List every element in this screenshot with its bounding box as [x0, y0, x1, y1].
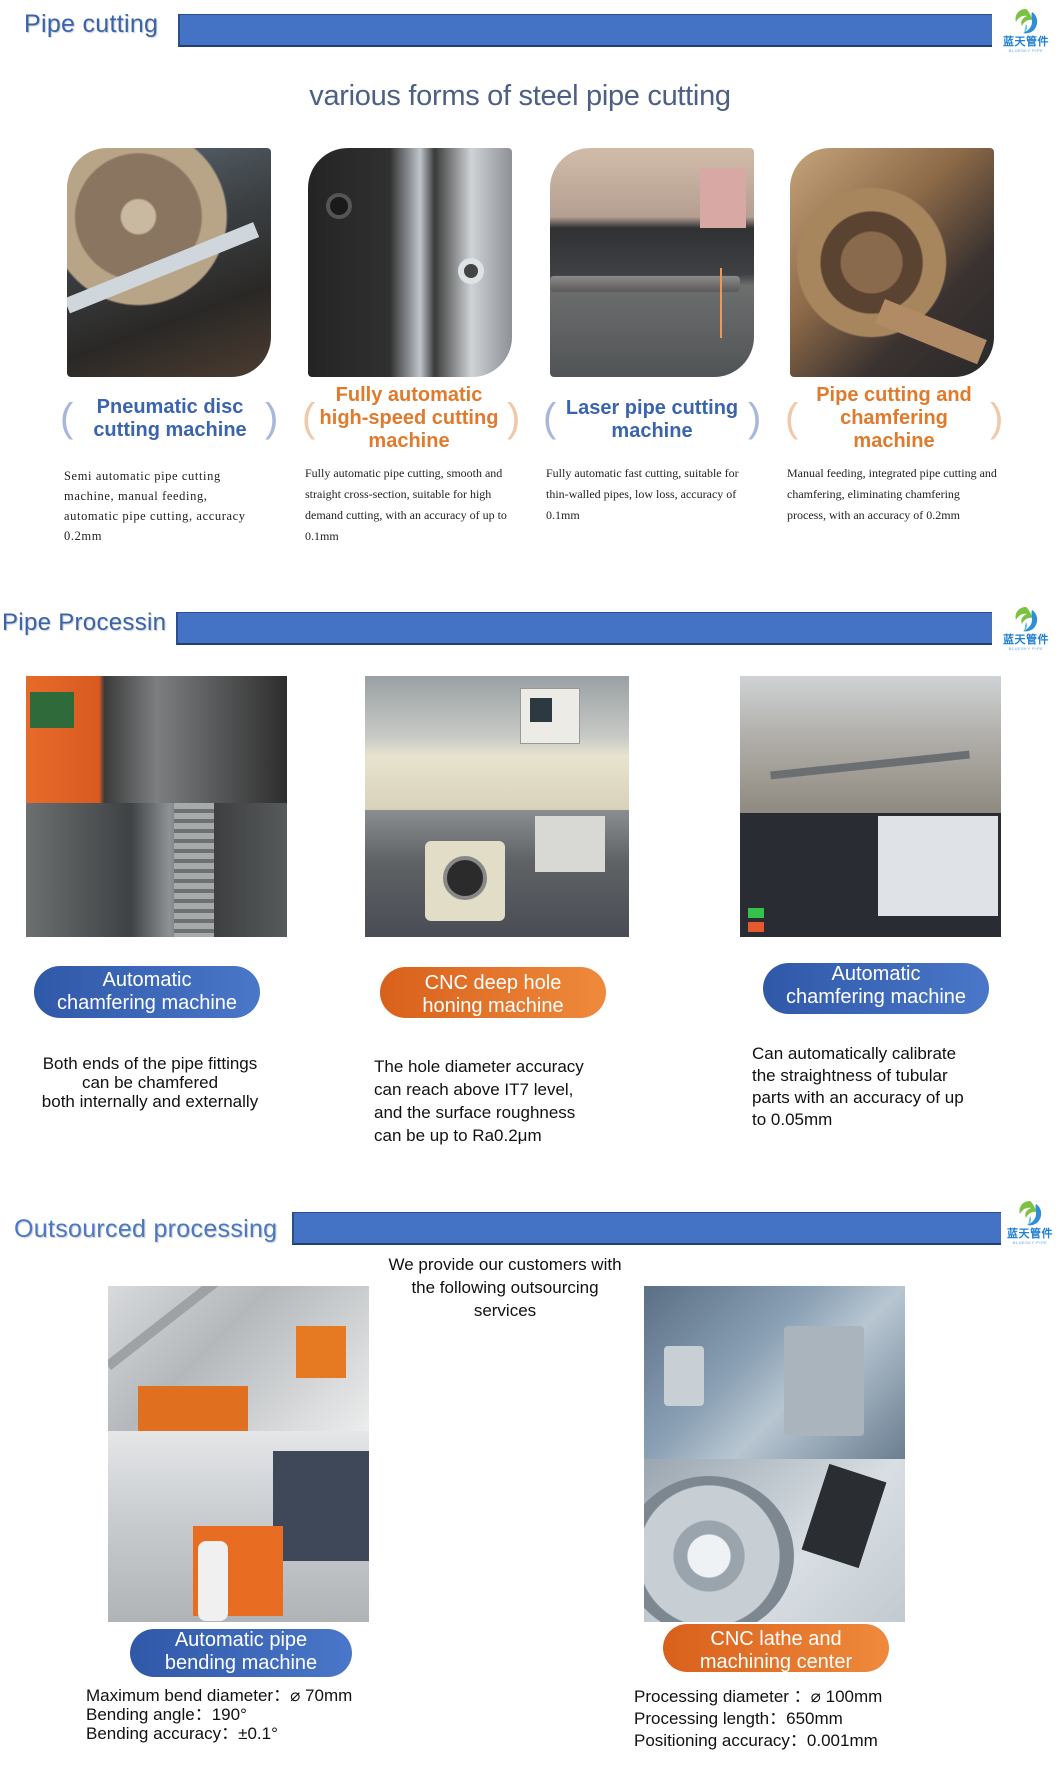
photo-disc-saw-cutting	[67, 148, 271, 377]
right-bracket-decor: )	[748, 396, 762, 440]
left-bracket-decor: (	[785, 396, 799, 440]
machine-label-pill: Automatic chamfering machine	[34, 966, 260, 1018]
section-header-bar	[178, 14, 992, 47]
section-subtitle: various forms of steel pipe cutting	[309, 80, 731, 112]
logo-english-text: BLUESKY PIPE	[1012, 1240, 1048, 1245]
spec-bending-accuracy: Bending accuracy：±0.1°	[86, 1724, 278, 1743]
logo-english-text: BLUESKY PIPE	[1008, 646, 1044, 651]
machine-description: Semi automatic pipe cutting machine, man…	[64, 469, 246, 543]
spec-processing-diameter: Processing diameter ：⌀ 100mm	[634, 1687, 883, 1706]
machine-description: The hole diameter accuracy can reach abo…	[374, 1057, 584, 1145]
machine-specs: Maximum bend diameter：⌀ 70mm Bending ang…	[86, 1686, 352, 1743]
right-bracket-decor: )	[990, 396, 1004, 440]
photo-straightening-machine	[740, 676, 1001, 937]
machine-label: Laser pipe cutting machine	[565, 397, 739, 442]
spec-positioning-accuracy: Positioning accuracy：0.001mm	[634, 1731, 878, 1750]
bluesky-logo-icon	[1015, 9, 1038, 34]
left-bracket-decor: (	[60, 396, 74, 440]
machine-label-pill: Automatic pipe bending machine	[130, 1629, 352, 1677]
brand-logo: 蓝天管件 BLUESKY PIPE	[998, 1198, 1060, 1252]
left-bracket-decor: (	[302, 396, 316, 440]
photo-pipe-bending-machine	[108, 1286, 369, 1622]
machine-description: Fully automatic fast cutting, suitable f…	[546, 466, 739, 522]
left-bracket-decor: (	[543, 396, 557, 440]
machine-description: Fully automatic pipe cutting, smooth and…	[305, 466, 507, 543]
photo-cnc-lathe	[644, 1286, 905, 1622]
photo-high-speed-cutting	[308, 148, 512, 377]
section-title: Pipe cutting	[24, 10, 159, 38]
logo-chinese-text: 蓝天管件	[1007, 1227, 1053, 1240]
bluesky-logo-icon	[1015, 607, 1038, 632]
machine-label: Fully automatic high-speed cutting machi…	[319, 384, 499, 452]
photo-laser-cutting	[550, 148, 754, 377]
spec-processing-length: Processing length：650mm	[634, 1709, 843, 1728]
section-title: Pipe Processin	[2, 609, 167, 636]
right-bracket-decor: )	[265, 396, 279, 440]
machine-label: Pneumatic disc cutting machine	[93, 396, 247, 441]
logo-english-text: BLUESKY PIPE	[1008, 48, 1044, 53]
outsourcing-intro: We provide our customers with the follow…	[388, 1255, 622, 1320]
brand-logo: 蓝天管件 BLUESKY PIPE	[994, 604, 1058, 658]
logo-chinese-text: 蓝天管件	[1003, 633, 1049, 646]
machine-description: Manual feeding, integrated pipe cutting …	[787, 466, 997, 522]
machine-label-pill: CNC deep hole honing machine	[380, 967, 606, 1018]
machine-label-pill: Automatic chamfering machine	[763, 963, 989, 1014]
section-header-bar	[292, 1212, 1001, 1245]
photo-cutting-chamfering	[790, 148, 994, 377]
spec-bending-angle: Bending angle：190°	[86, 1705, 247, 1724]
machine-description: Can automatically calibrate the straight…	[752, 1044, 964, 1129]
bluesky-logo-icon	[1019, 1201, 1042, 1226]
machine-label-pill: CNC lathe and machining center	[663, 1624, 889, 1672]
brand-logo: 蓝天管件 BLUESKY PIPE	[994, 6, 1058, 60]
machine-label: Pipe cutting and chamfering machine	[816, 384, 972, 452]
section-header-bar	[176, 612, 992, 645]
machine-specs: Processing diameter ：⌀ 100mm Processing …	[634, 1686, 882, 1752]
spec-max-bend-diameter: Maximum bend diameter：⌀ 70mm	[86, 1686, 353, 1705]
machine-description: Both ends of the pipe fittings can be ch…	[41, 1054, 259, 1111]
right-bracket-decor: )	[507, 396, 521, 440]
photo-chamfering-conveyor	[26, 676, 287, 937]
photo-deep-hole-honing	[365, 676, 629, 937]
logo-chinese-text: 蓝天管件	[1003, 35, 1049, 48]
section-title: Outsourced processing	[14, 1215, 278, 1243]
